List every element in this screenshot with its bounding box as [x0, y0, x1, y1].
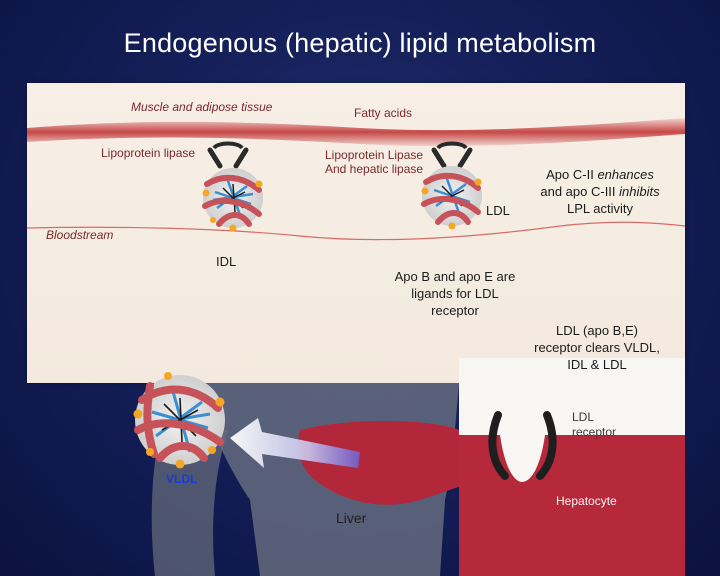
- apo-b-line3: receptor: [431, 303, 479, 318]
- tissue-band: [27, 118, 685, 147]
- label-hepatocyte: Hepatocyte: [556, 494, 617, 508]
- apo-b-line1: Apo B and apo E are: [394, 269, 516, 284]
- label-liver: Liver: [336, 510, 367, 526]
- note-ldl-clears: LDL (apo B,E) receptor clears VLDL, IDL …: [522, 322, 672, 373]
- apo-c-line3: LPL activity: [567, 201, 633, 216]
- bloodstream-curve: [26, 221, 686, 241]
- apo-b-line2: ligands for LDL: [411, 286, 499, 301]
- idl-particle: [202, 168, 263, 232]
- apo-c-enhances: enhances: [597, 167, 654, 182]
- ldl-particle: [421, 166, 482, 230]
- label-fatty-acids: Fatty acids: [354, 106, 413, 120]
- label-lipoprotein-lipase: Lipoprotein lipase: [101, 146, 196, 160]
- apo-c-line2a: and apo C-III: [540, 184, 616, 199]
- label-muscle-adipose: Muscle and adipose tissue: [131, 100, 273, 114]
- label-bloodstream: Bloodstream: [46, 228, 114, 242]
- vldl-particle: [133, 372, 225, 469]
- label-lpl-hepatic-2: And hepatic lipase: [325, 162, 424, 176]
- lpl-enzyme: [207, 141, 249, 169]
- hepatocyte-cell: [459, 435, 685, 576]
- ldl-clear-line1: LDL (apo B,E): [556, 323, 638, 338]
- label-lpl-hepatic-1: Lipoprotein Lipase: [325, 148, 424, 162]
- diagram-title: Endogenous (hepatic) lipid metabolism: [123, 28, 597, 58]
- label-ldl: LDL: [486, 203, 510, 218]
- ldl-receptor-line2: receptor: [572, 425, 617, 439]
- label-ldl-receptor: LDL receptor: [572, 410, 616, 440]
- apo-c-line1a: Apo C-II: [546, 167, 594, 182]
- ldl-receptor-shape-right: [536, 411, 557, 480]
- body-arm-left: [151, 430, 228, 576]
- label-idl: IDL: [216, 254, 237, 269]
- hepatic-lipase-enzyme: [431, 141, 473, 169]
- note-apo-c: Apo C-II enhances and apo C-III inhibits…: [520, 166, 680, 217]
- ldl-receptor-shape-left: [488, 411, 509, 480]
- liver-shape: [298, 420, 500, 505]
- ldl-receptor-line1: LDL: [572, 410, 595, 424]
- ldl-clear-line2: receptor clears VLDL,: [534, 340, 660, 355]
- note-apo-b: Apo B and apo E are ligands for LDL rece…: [380, 268, 530, 319]
- label-vldl: VLDL: [166, 472, 198, 486]
- apo-c-inhibits: inhibits: [619, 184, 660, 199]
- secretion-arrow: [230, 418, 360, 468]
- ldl-clear-line3: IDL & LDL: [567, 357, 627, 372]
